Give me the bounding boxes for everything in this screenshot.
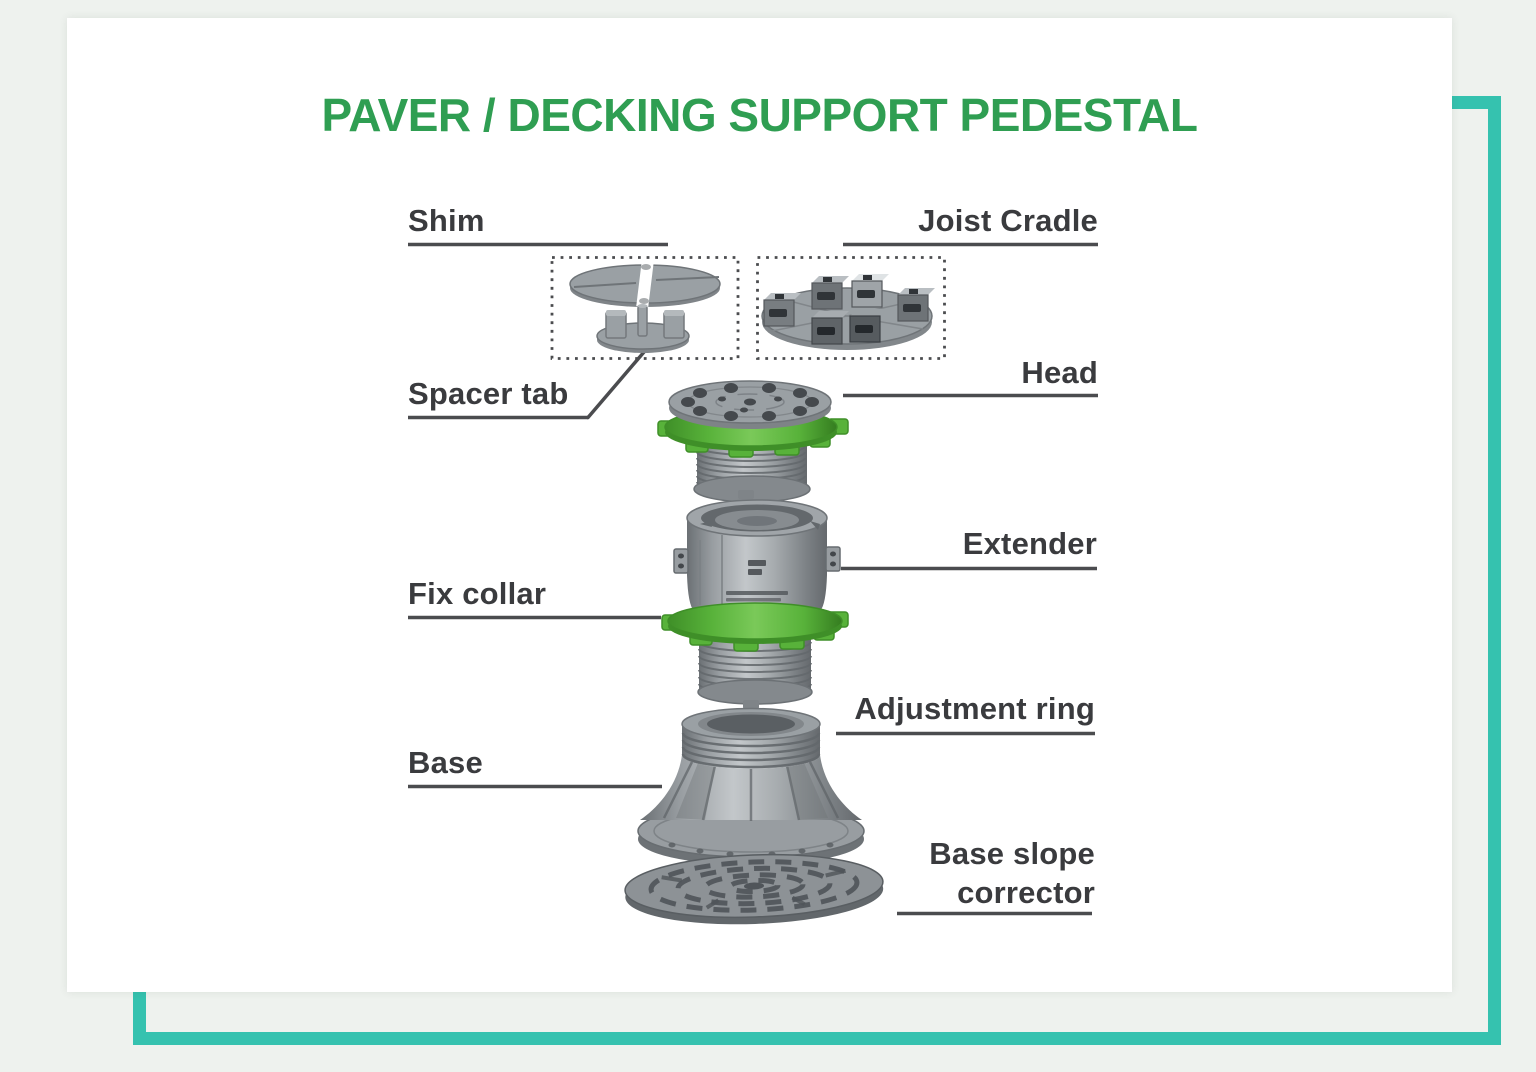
- corrector-ring-pattern: [648, 859, 860, 913]
- extender-part: [661, 499, 849, 709]
- label-base-slope-corrector: Base slope corrector: [929, 834, 1095, 912]
- extender-front-markings: [726, 560, 788, 602]
- label-fix-collar: Fix collar: [408, 576, 547, 611]
- label-adjustment-ring: Adjustment ring: [854, 691, 1095, 726]
- label-shim: Shim: [408, 203, 485, 238]
- spacer-tab-pointer-line: [586, 350, 646, 420]
- label-base-slope-corrector-line1: Base slope: [929, 836, 1095, 871]
- head-rim-holes: [681, 383, 819, 421]
- fix-collar-ring-green: [661, 602, 849, 652]
- corrector-radial-marks: [661, 868, 846, 910]
- extender-side-tabs: [673, 546, 841, 574]
- base-part: [637, 707, 865, 865]
- label-spacer-tab: Spacer tab: [408, 376, 569, 411]
- extender-thread-lines: [698, 641, 812, 694]
- adjustment-ring-lines: [681, 732, 821, 769]
- label-base: Base: [408, 745, 483, 780]
- page-title: PAVER / DECKING SUPPORT PEDESTAL: [321, 89, 1199, 141]
- joist-cradle-dotted-box: [756, 256, 946, 360]
- base-cone-ribs: [662, 757, 840, 821]
- joist-cradle-brackets: [763, 274, 935, 345]
- shim-dotted-box: [550, 256, 740, 360]
- head-part: [657, 380, 849, 503]
- joist-cradle-part: [761, 274, 935, 350]
- label-joist-cradle: Joist Cradle: [918, 203, 1098, 238]
- leader-lines: [408, 242, 1098, 916]
- label-extender: Extender: [962, 526, 1097, 561]
- base-slope-corrector-part: [624, 853, 884, 925]
- label-base-slope-corrector-line2: corrector: [957, 875, 1095, 910]
- base-plate-bumps: [668, 842, 834, 857]
- shim-part: [569, 260, 721, 308]
- label-head: Head: [1021, 355, 1098, 390]
- spacer-tab-part: [596, 304, 690, 353]
